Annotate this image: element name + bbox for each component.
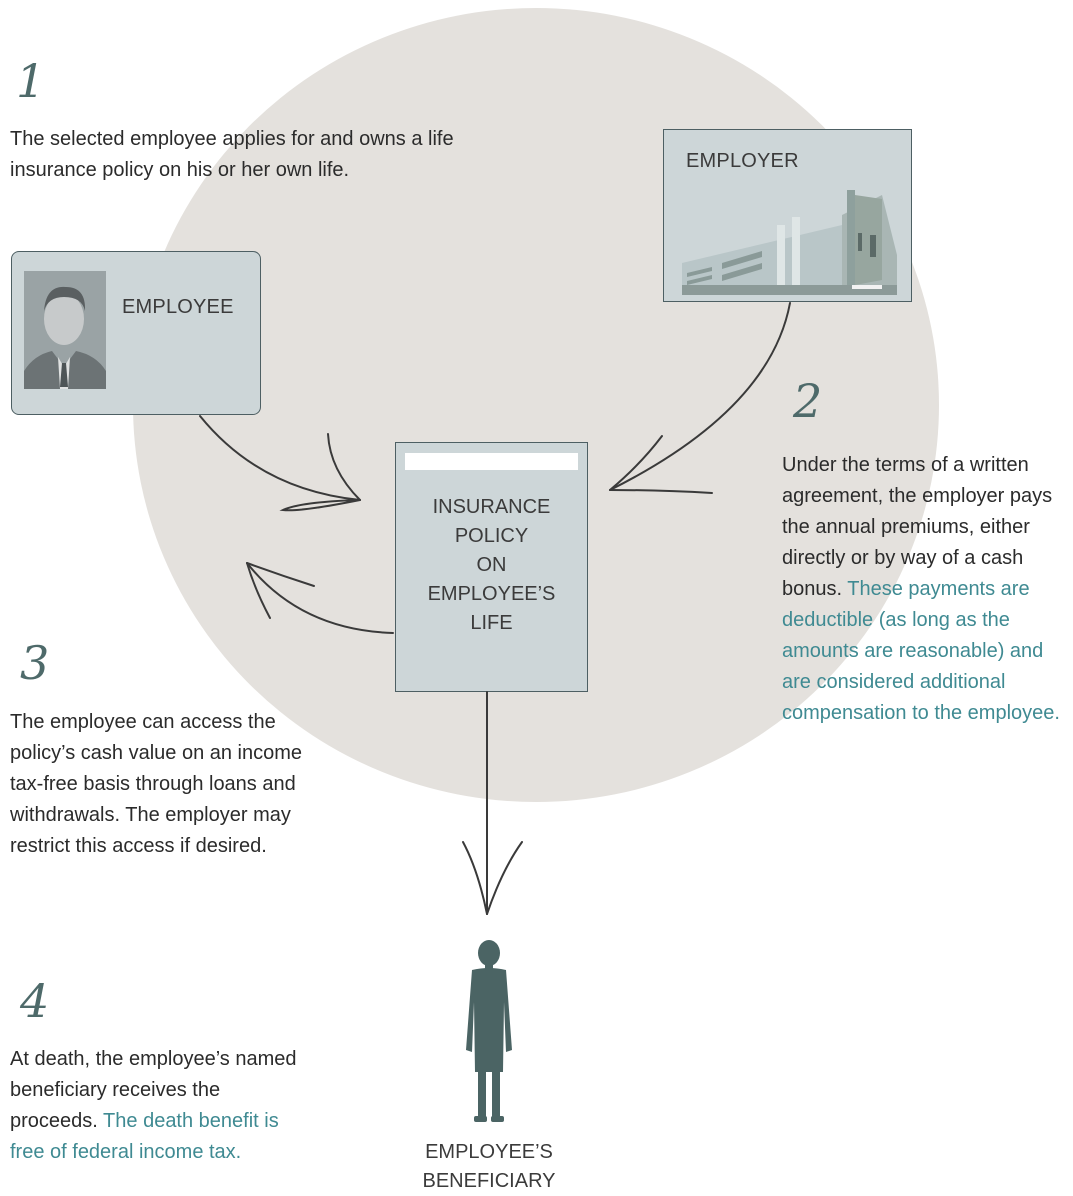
arrowhead-line bbox=[279, 499, 361, 512]
step-2-number: 2 bbox=[793, 374, 823, 428]
step-4-text: At death, the employee’s named beneficia… bbox=[10, 1044, 310, 1168]
arrowhead-line bbox=[609, 435, 663, 491]
employer-to-policy-arrow bbox=[609, 302, 791, 491]
employee-photo bbox=[24, 271, 106, 389]
step-1-number: 1 bbox=[16, 54, 46, 108]
step-4-highlight: The death benefit is free of federal inc… bbox=[10, 1110, 279, 1163]
step-2-text: Under the terms of a written agreement, … bbox=[782, 450, 1067, 729]
step-3-body: The employee can access the policy’s cas… bbox=[10, 711, 303, 857]
step-3-text: The employee can access the policy’s cas… bbox=[10, 707, 330, 862]
step-3-number: 3 bbox=[20, 636, 50, 690]
policy-label-line: POLICY bbox=[454, 525, 529, 547]
employer-card: EMPLOYER bbox=[663, 129, 912, 302]
arrowhead-line bbox=[462, 841, 488, 915]
employee-to-policy-arrow bbox=[199, 415, 361, 501]
step-1-text: The selected employee applies for and ow… bbox=[10, 124, 510, 186]
arrowhead-line bbox=[327, 433, 361, 501]
office-building-icon bbox=[682, 190, 897, 295]
arrowhead-line bbox=[486, 841, 523, 915]
employer-label: EMPLOYER bbox=[686, 150, 799, 172]
step-4-number: 4 bbox=[20, 974, 50, 1028]
policy-label-line: INSURANCE bbox=[432, 496, 551, 518]
employee-label: EMPLOYEE bbox=[122, 296, 234, 318]
step-2-body: Under the terms of a written agreement, … bbox=[782, 454, 1053, 600]
policy-header-bar bbox=[405, 453, 578, 470]
employee-card: EMPLOYEE bbox=[11, 251, 261, 415]
policy-label-line: EMPLOYEE’S bbox=[427, 583, 556, 605]
beneficiary-person-icon bbox=[466, 940, 512, 1122]
policy-label: INSURANCE POLICY ON EMPLOYEE’S LIFE bbox=[396, 493, 587, 638]
policy-label-line: ON bbox=[476, 554, 507, 576]
arrowhead-line bbox=[246, 562, 271, 619]
policy-label-line: LIFE bbox=[470, 612, 513, 634]
arrowhead-line bbox=[246, 562, 315, 587]
step-1-body: The selected employee applies for and ow… bbox=[10, 128, 454, 181]
insurance-policy-card: INSURANCE POLICY ON EMPLOYEE’S LIFE bbox=[395, 442, 588, 692]
beneficiary-label-line: BENEFICIARY bbox=[422, 1170, 556, 1192]
policy-to-employee-arrow bbox=[246, 562, 394, 634]
beneficiary-label-line: EMPLOYEE’S bbox=[425, 1141, 553, 1163]
beneficiary-label: EMPLOYEE’S BENEFICIARY bbox=[389, 1138, 589, 1196]
arrowhead-line bbox=[609, 489, 713, 494]
step-4-body: At death, the employee’s named beneficia… bbox=[10, 1048, 297, 1132]
step-2-highlight: These payments are deductible (as long a… bbox=[782, 578, 1060, 724]
